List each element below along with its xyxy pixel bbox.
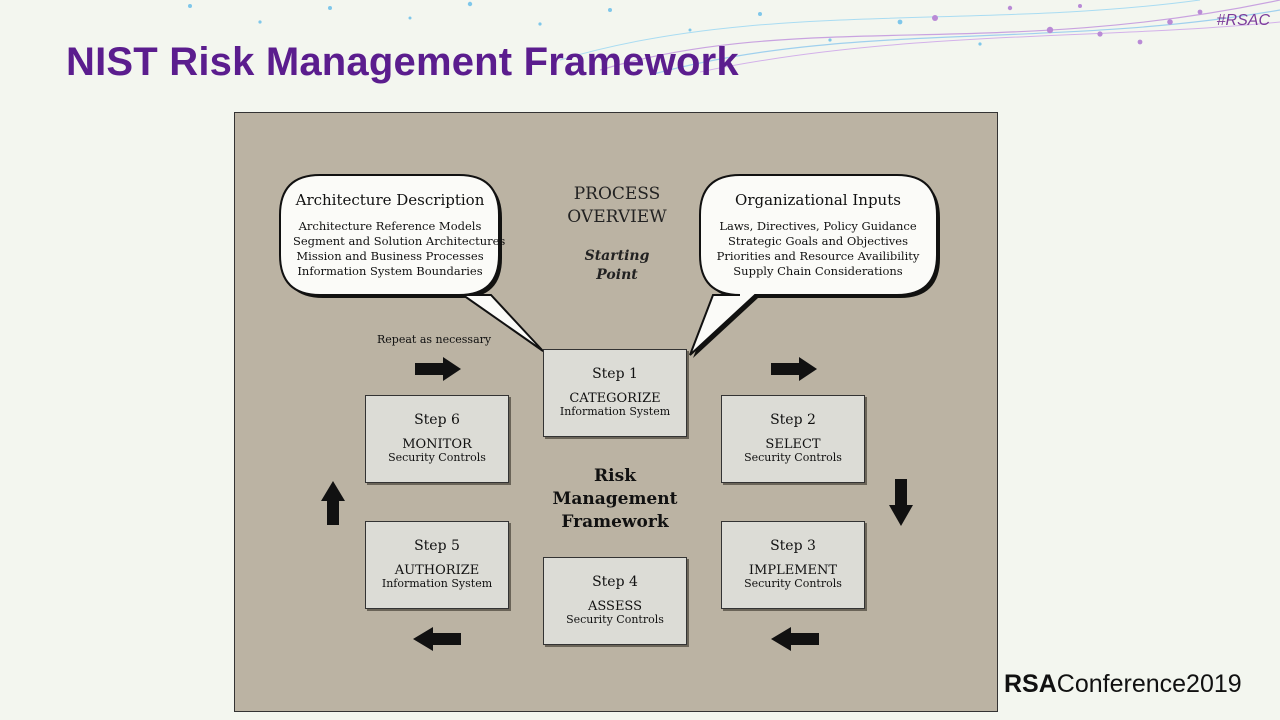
starting-point-line: Starting [584, 248, 650, 264]
left-bubble-line: Information System Boundaries [297, 264, 483, 278]
conference-year: Conference2019 [1056, 670, 1242, 698]
step-3-box: Step 3 IMPLEMENT Security Controls [721, 521, 865, 609]
left-bubble-title: Architecture Description [295, 191, 485, 209]
step-number: Step 5 [414, 538, 460, 554]
organizational-inputs: Organizational Inputs Laws, Directives, … [711, 191, 925, 279]
arrow-down-icon [889, 479, 913, 526]
arrow-left-icon [771, 627, 819, 651]
starting-point-label: Starting Point [555, 247, 679, 285]
rsa-conference-logo: RSAConference2019 [1004, 670, 1242, 699]
arrow-left-icon [413, 627, 461, 651]
step-description: Information System [559, 405, 671, 418]
rsa-brand: RSA [1004, 670, 1057, 698]
process-overview-line: PROCESS [573, 184, 661, 204]
arrow-up-icon [321, 481, 345, 525]
step-description: Information System [381, 577, 493, 590]
step-name: IMPLEMENT [748, 563, 838, 578]
diagram-graphics [279, 174, 940, 651]
step-4-box: Step 4 ASSESS Security Controls [543, 557, 687, 645]
starting-point-line: Point [596, 267, 638, 283]
left-bubble-line: Segment and Solution Architectures [293, 234, 506, 248]
rmf-center-title: Risk Management Framework [535, 465, 695, 534]
process-overview-label: PROCESS OVERVIEW [555, 183, 679, 229]
step-number: Step 2 [770, 412, 816, 428]
slide-title: NIST Risk Management Framework [66, 40, 739, 84]
step-name: MONITOR [402, 437, 472, 452]
step-number: Step 1 [592, 366, 638, 382]
step-description: Security Controls [388, 451, 486, 464]
arrow-right-icon [771, 357, 817, 381]
step-number: Step 3 [770, 538, 816, 554]
hashtag-label: #RSAC [1216, 12, 1270, 29]
rmf-diagram: Architecture Description Architecture Re… [234, 112, 998, 712]
right-bubble-line: Supply Chain Considerations [733, 264, 903, 278]
architecture-description: Architecture Description Architecture Re… [293, 191, 506, 279]
header-decoration [188, 0, 1280, 76]
step-name: CATEGORIZE [569, 391, 661, 406]
step-description: Security Controls [744, 577, 842, 590]
center-title-line: Framework [561, 512, 669, 532]
step-6-box: Step 6 MONITOR Security Controls [365, 395, 509, 483]
step-number: Step 6 [414, 412, 460, 428]
step-number: Step 4 [592, 574, 638, 590]
arrow-right-icon [415, 357, 461, 381]
step-description: Security Controls [744, 451, 842, 464]
right-bubble-line: Strategic Goals and Objectives [727, 234, 908, 248]
step-name: ASSESS [587, 599, 643, 614]
step-2-box: Step 2 SELECT Security Controls [721, 395, 865, 483]
center-title-line: Management [552, 489, 678, 509]
right-bubble-line: Priorities and Resource Availibility [716, 249, 920, 263]
left-bubble-line: Architecture Reference Models [298, 219, 482, 233]
step-1-box: Step 1 CATEGORIZE Information System [543, 349, 687, 437]
step-name: AUTHORIZE [394, 563, 480, 578]
right-bubble-line: Laws, Directives, Policy Guidance [719, 219, 917, 233]
step-5-box: Step 5 AUTHORIZE Information System [365, 521, 509, 609]
process-overview-line: OVERVIEW [567, 207, 667, 227]
repeat-label: Repeat as necessary [377, 333, 492, 346]
right-bubble-title: Organizational Inputs [735, 191, 901, 209]
step-name: SELECT [765, 437, 821, 452]
left-bubble-line: Mission and Business Processes [296, 249, 484, 263]
center-title-line: Risk [594, 466, 636, 486]
step-description: Security Controls [566, 613, 664, 626]
